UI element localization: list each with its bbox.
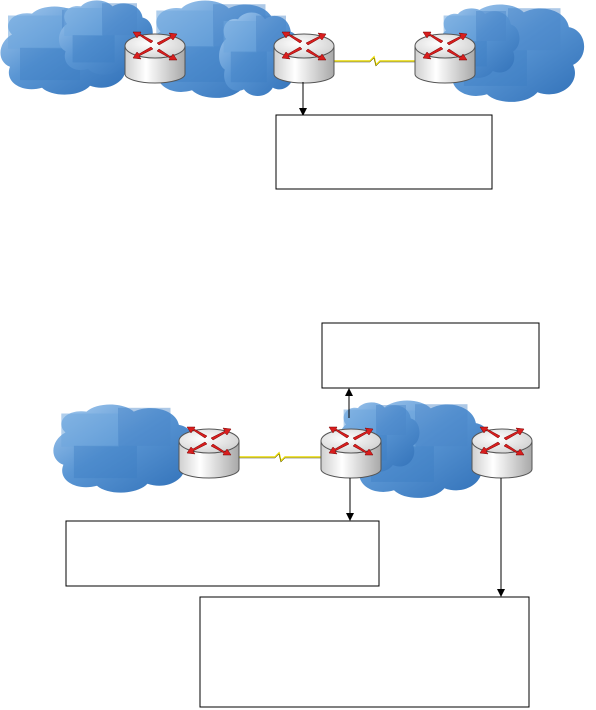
bottom-topology bbox=[53, 322, 540, 708]
router-top-right[interactable] bbox=[414, 31, 476, 84]
router-bottom-left[interactable] bbox=[178, 426, 240, 479]
cloud-bottom-left bbox=[53, 404, 195, 493]
note-box-upper bbox=[321, 322, 540, 389]
router-bottom-right[interactable] bbox=[471, 426, 533, 479]
router-top-middle[interactable] bbox=[273, 31, 335, 84]
router-bottom-middle[interactable] bbox=[320, 426, 382, 479]
router-top-left[interactable] bbox=[124, 31, 186, 84]
serial-link-bottom bbox=[238, 451, 322, 463]
note-box-left bbox=[65, 520, 380, 587]
top-topology bbox=[0, 0, 585, 190]
note-box-top bbox=[275, 114, 493, 190]
serial-link-top bbox=[333, 55, 416, 67]
note-box-lower bbox=[199, 596, 530, 708]
